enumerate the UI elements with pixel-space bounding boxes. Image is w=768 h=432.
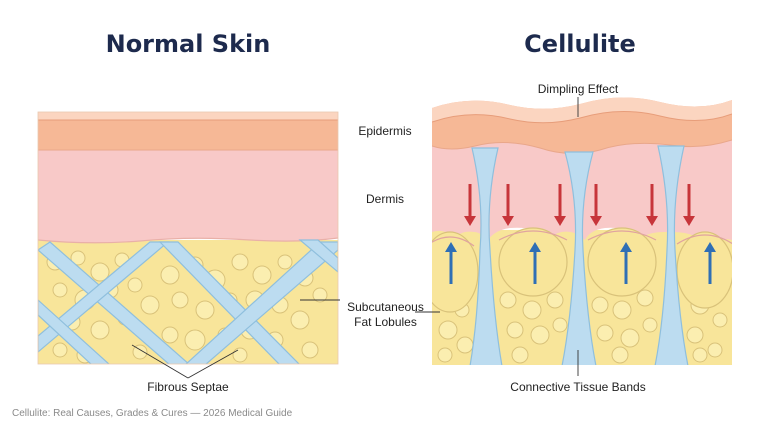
fat-cell	[132, 344, 148, 360]
fat-cell	[184, 329, 206, 351]
arrow-head	[502, 216, 514, 226]
fat-cell	[456, 336, 474, 354]
subcutaneous-label-line2: Fat Lobules	[354, 315, 417, 329]
epidermis-label: Epidermis	[358, 124, 412, 138]
fat-cell	[712, 312, 728, 328]
cellulite-diagram	[432, 97, 732, 365]
fat-cell	[437, 347, 453, 363]
fat-cell	[552, 317, 568, 333]
normal-skin-diagram	[38, 112, 338, 364]
fat-cell	[612, 300, 632, 320]
cellulite-fat-lobules	[432, 227, 732, 313]
fat-cell	[232, 347, 248, 363]
connective-tissue-bands-label: Connective Tissue Bands	[510, 380, 646, 394]
arrow-head	[590, 216, 602, 226]
fat-cell	[90, 262, 110, 282]
cellulite-title: Cellulite	[524, 30, 636, 58]
dermis-label: Dermis	[366, 192, 404, 206]
normal-skin-title: Normal Skin	[105, 30, 271, 58]
fat-cell	[506, 321, 524, 339]
arrow-head	[529, 242, 541, 252]
fat-cell	[171, 291, 189, 309]
dimpling-effect-label: Dimpling Effect	[537, 82, 619, 96]
fat-cell	[140, 295, 160, 315]
fat-cell	[231, 253, 249, 271]
fat-cell	[312, 287, 328, 303]
arrow-head	[646, 216, 658, 226]
normal-fibrous-septae	[38, 239, 338, 364]
fat-cell	[511, 346, 529, 364]
fat-cell	[499, 291, 517, 309]
fat-cell	[195, 300, 215, 320]
fat-cell	[611, 346, 629, 364]
fat-cell	[591, 296, 609, 314]
fat-cell	[707, 342, 723, 358]
fat-cell	[301, 341, 319, 359]
leader-lines	[131, 97, 579, 379]
fat-cell	[596, 324, 614, 342]
arrow-head	[445, 242, 457, 252]
normal-dermis-layer	[38, 150, 338, 243]
fat-cell	[522, 300, 542, 320]
fat-cell	[636, 289, 654, 307]
arrow-head	[554, 216, 566, 226]
fat-cell	[290, 310, 310, 330]
arrow-head	[704, 242, 716, 252]
fat-cell	[70, 250, 86, 266]
subcutaneous-label: Subcutaneous Fat Lobules	[338, 300, 433, 330]
fibrous-septae-label: Fibrous Septae	[147, 380, 229, 394]
connective-tissue-bands	[469, 145, 689, 365]
fat-cell	[252, 265, 272, 285]
fat-cell	[161, 326, 179, 344]
arrow-head	[683, 216, 695, 226]
pressure-arrows-up	[445, 242, 716, 284]
fat-cell	[530, 325, 550, 345]
fat-cell	[52, 342, 68, 358]
fat-cell	[160, 265, 180, 285]
fat-cell	[438, 320, 458, 340]
tension-arrows-down	[464, 184, 695, 226]
fat-cell	[127, 277, 143, 293]
fat-cell	[620, 328, 640, 348]
fat-cell	[692, 347, 708, 363]
fat-cell	[546, 291, 564, 309]
fat-cell	[686, 326, 704, 344]
footer-caption: Cellulite: Real Causes, Grades & Cures —…	[12, 408, 293, 419]
arrow-head	[620, 242, 632, 252]
fat-cell	[90, 320, 110, 340]
fat-cell	[52, 282, 68, 298]
subcutaneous-label-line1: Subcutaneous	[347, 300, 424, 314]
arrow-head	[464, 216, 476, 226]
fat-cell	[277, 254, 293, 270]
fat-cell	[642, 317, 658, 333]
